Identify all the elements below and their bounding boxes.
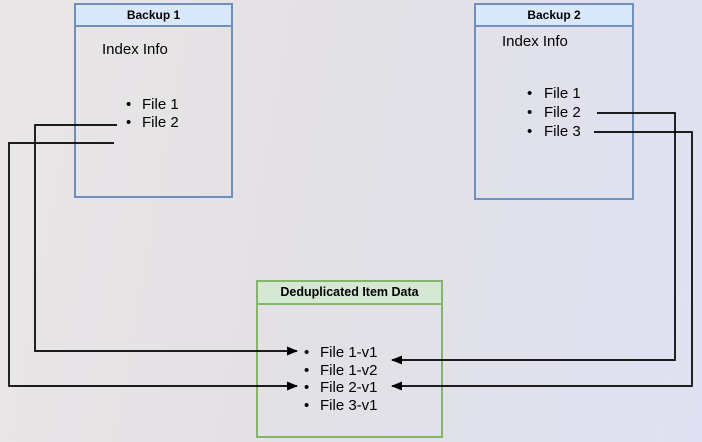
- deduplicated-item-data-box: Deduplicated Item Data File 1-v1 File 1-…: [256, 280, 443, 438]
- list-item-file-1: File 1: [476, 84, 581, 103]
- list-item-file-1-v1: File 1-v1: [258, 344, 378, 362]
- list-item-file-2-v1: File 2-v1: [258, 379, 378, 397]
- dedup-file-list: File 1-v1 File 1-v2 File 2-v1 File 3-v1: [258, 344, 378, 414]
- backup1-index-info-label: Index Info: [102, 41, 168, 58]
- backup1-file-list: File 1 File 2: [76, 96, 179, 132]
- list-item-file-3: File 3: [476, 122, 581, 141]
- dedup-title: Deduplicated Item Data: [258, 282, 441, 305]
- list-item-file-3-v1: File 3-v1: [258, 397, 378, 415]
- list-item-file-1: File 1: [76, 96, 179, 114]
- backup1-title: Backup 1: [76, 5, 231, 27]
- list-item-file-2: File 2: [476, 103, 581, 122]
- backup2-file-list: File 1 File 2 File 3: [476, 84, 581, 141]
- list-item-file-1-v2: File 1-v2: [258, 362, 378, 380]
- backup2-index-info-label: Index Info: [502, 33, 568, 50]
- list-item-file-2: File 2: [76, 114, 179, 132]
- backup2-title: Backup 2: [476, 5, 632, 27]
- backup1-box: Backup 1 Index Info File 1 File 2: [74, 3, 233, 198]
- backup2-box: Backup 2 Index Info File 1 File 2 File 3: [474, 3, 634, 200]
